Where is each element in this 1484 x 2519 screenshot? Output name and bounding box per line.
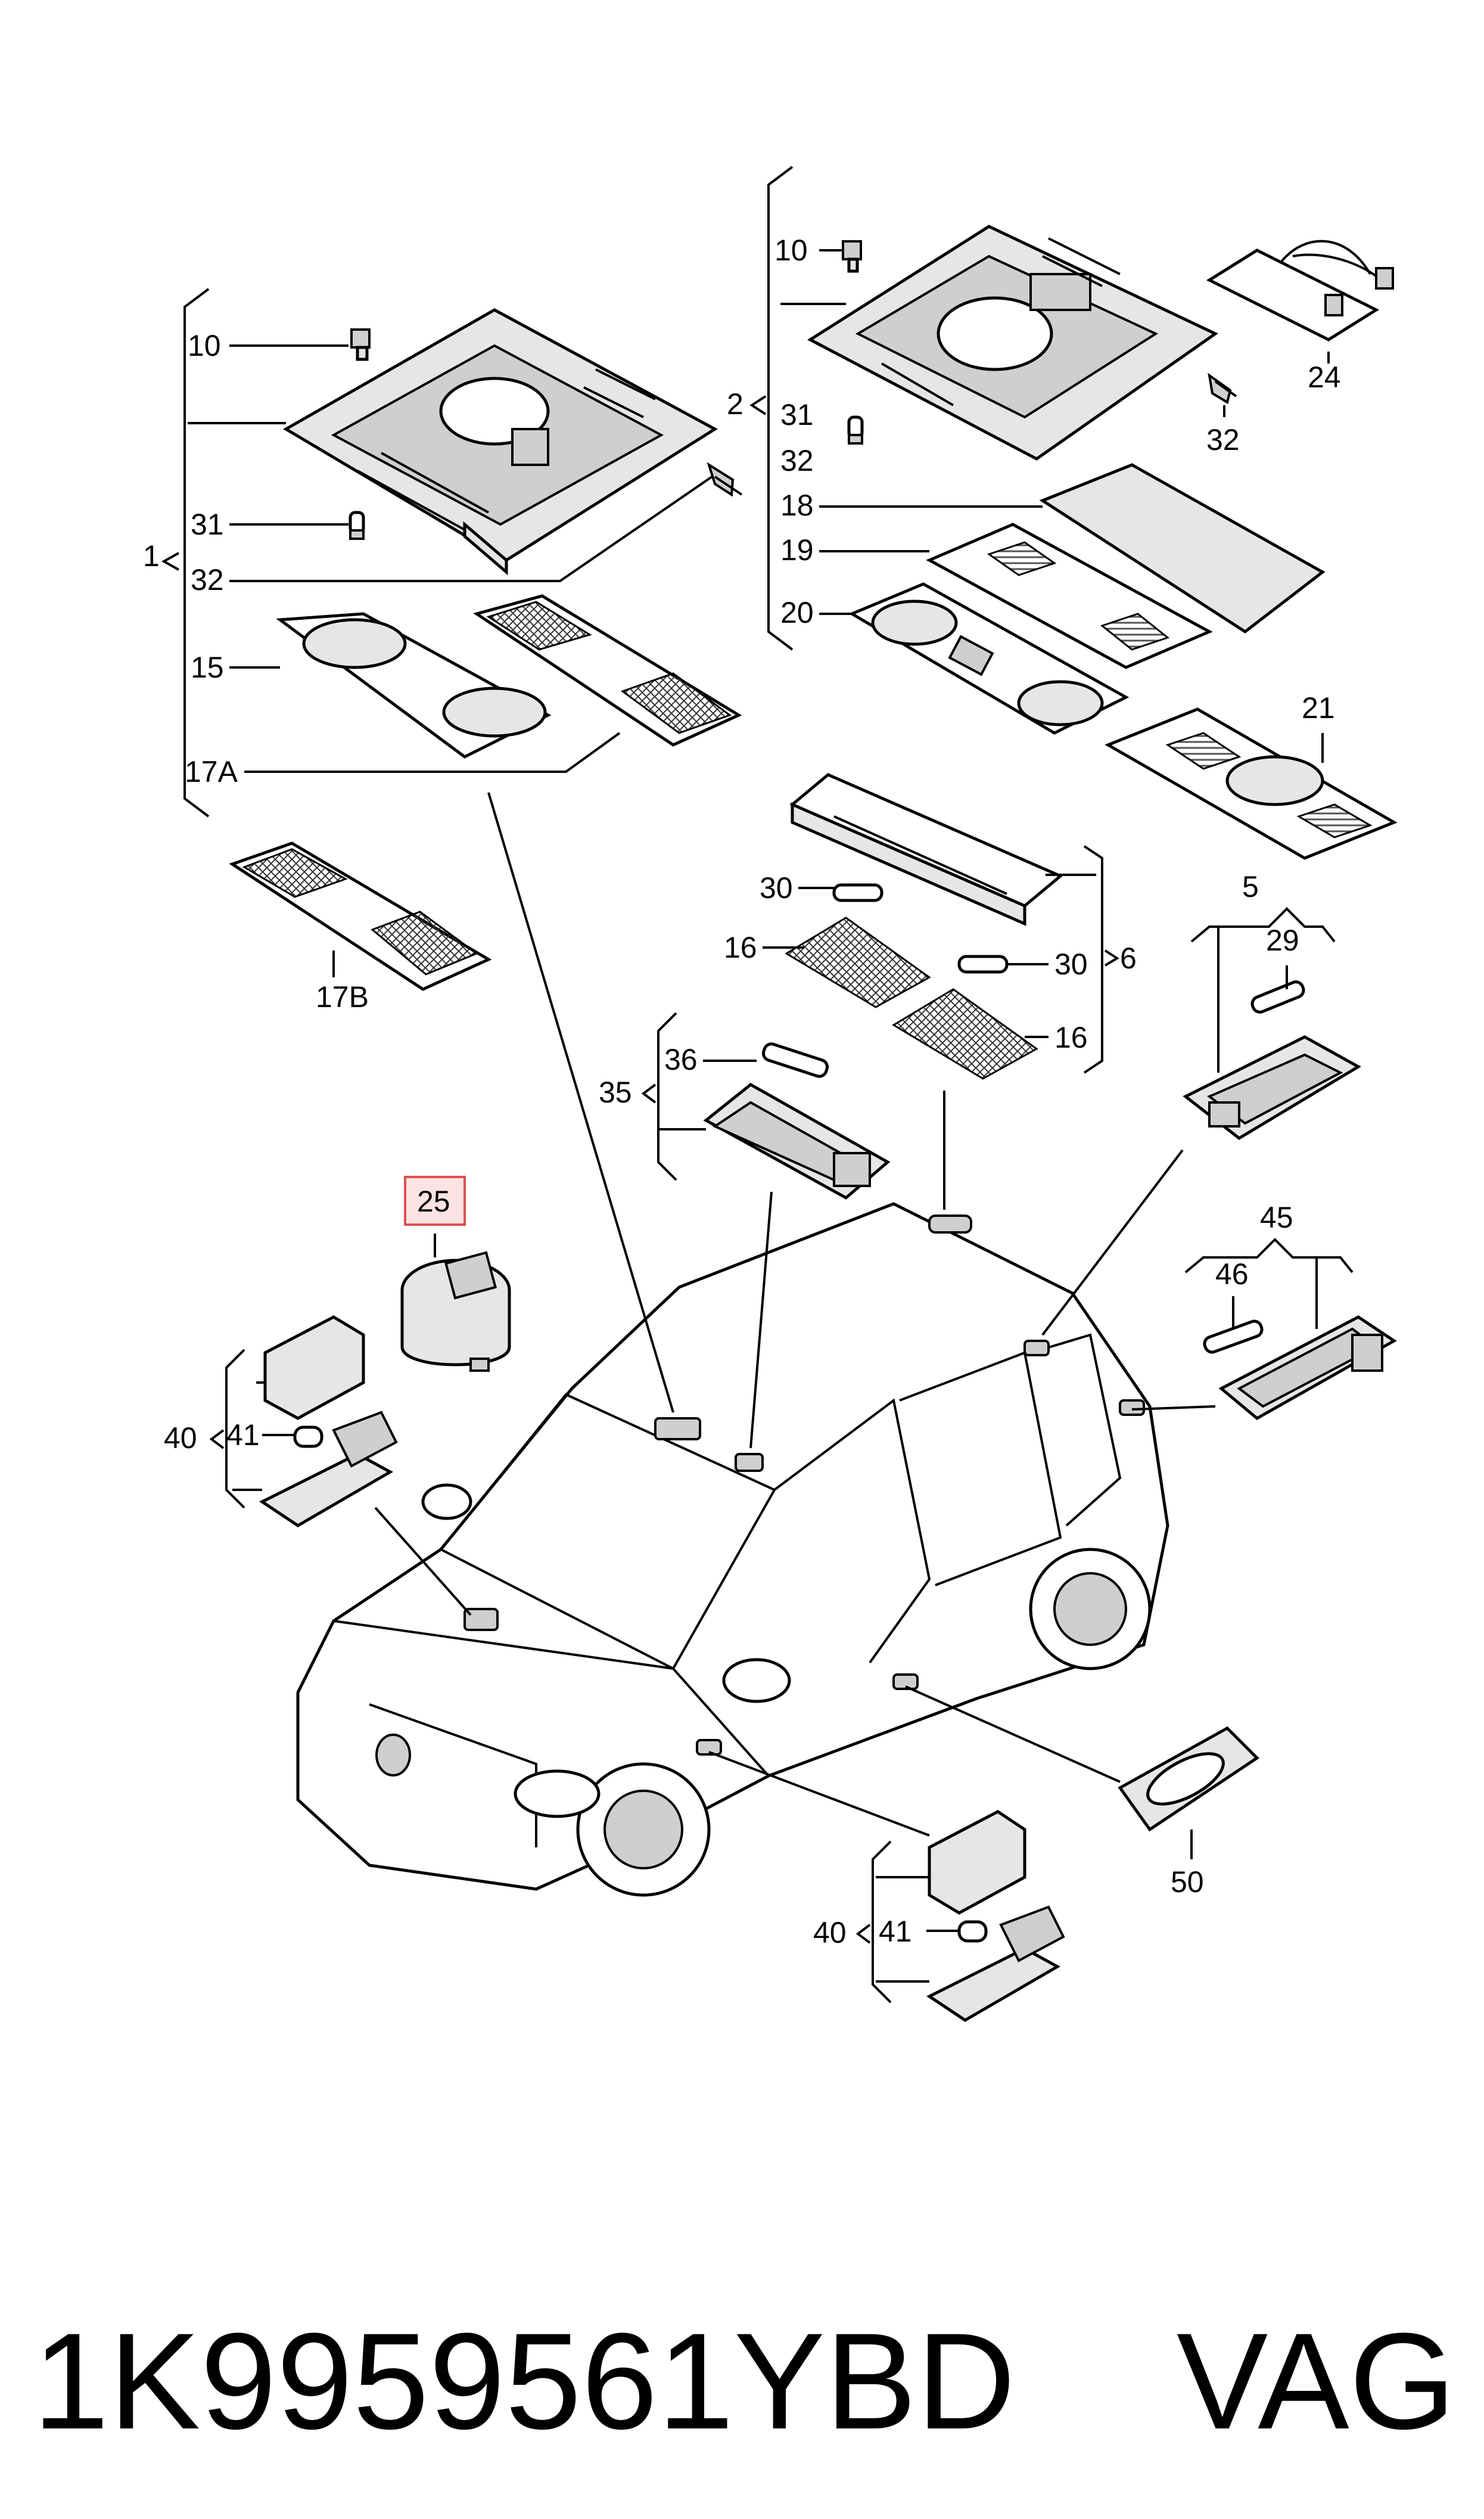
callout-18: 18 <box>780 489 814 522</box>
callout-40-left: 40 <box>164 1421 197 1455</box>
light-45 <box>1218 1315 1397 1421</box>
callout-19: 19 <box>780 533 814 567</box>
callout-35: 35 <box>599 1076 632 1109</box>
lens-17a <box>473 594 742 747</box>
callout-40-right: 40 <box>813 1916 847 1949</box>
callout-36: 36 <box>664 1043 698 1076</box>
lens-17b <box>229 841 492 991</box>
callout-30-left: 30 <box>760 871 793 905</box>
callout-46: 46 <box>1215 1257 1249 1291</box>
callout-1: 1 <box>143 539 160 573</box>
screw-32-left <box>707 462 743 497</box>
trim-19 <box>926 523 1213 669</box>
callout-17a: 17A <box>185 755 238 788</box>
callout-32-screw: 32 <box>1206 423 1240 456</box>
light-40-left <box>259 1315 398 1527</box>
foil-16a <box>785 917 931 1008</box>
part-25 <box>400 1234 511 1372</box>
car-leader-lines <box>374 792 1216 1837</box>
callout-30-right: 30 <box>1054 948 1088 981</box>
module-24 <box>1206 240 1394 341</box>
clip-10-left <box>350 328 371 361</box>
bulb-31-left <box>349 511 365 540</box>
callout-41-left: 41 <box>226 1418 260 1452</box>
callout-16-right: 16 <box>1054 1021 1088 1054</box>
callout-50: 50 <box>1171 1865 1204 1899</box>
callout-6: 6 <box>1120 942 1137 975</box>
light-35 <box>703 1082 891 1200</box>
callout-41-right: 41 <box>879 1915 912 1948</box>
callout-31-right: 31 <box>780 398 814 431</box>
leaders-group-40-right <box>855 1840 959 2004</box>
foil-16b <box>892 988 1038 1080</box>
leaders-group-35 <box>641 1012 757 1181</box>
bulb-31-right <box>847 415 864 445</box>
callout-20: 20 <box>780 596 814 629</box>
callout-2: 2 <box>727 387 743 421</box>
headliner-18 <box>1039 463 1326 634</box>
trim-21 <box>1105 707 1398 860</box>
brand-label: VAG <box>1177 2304 1456 2458</box>
trim-15 <box>276 612 552 759</box>
leaders-group-45 <box>1184 1238 1354 1329</box>
light-5 <box>1183 1035 1361 1141</box>
callout-15: 15 <box>191 651 224 684</box>
callout-5: 5 <box>1242 870 1259 903</box>
bulb-29 <box>1250 980 1305 1014</box>
callout-10-right: 10 <box>774 234 808 267</box>
reading-light-6 <box>789 773 1063 926</box>
callout-16-left: 16 <box>724 931 757 964</box>
leaders-group-1 <box>161 288 713 977</box>
callout-45: 45 <box>1260 1201 1293 1234</box>
callout-29: 29 <box>1266 924 1299 957</box>
clip-10-right <box>842 240 862 273</box>
trim-20 <box>848 582 1130 735</box>
vehicle-illustration <box>296 1202 1169 1897</box>
callout-21: 21 <box>1302 691 1335 725</box>
callout-32-right: 32 <box>780 444 814 477</box>
leaders-group-40-left <box>209 1349 295 1509</box>
bulb-36 <box>761 1042 829 1078</box>
handle-50 <box>1118 1726 1259 1859</box>
bulb-30b <box>957 955 1009 974</box>
bulb-30a <box>832 883 883 902</box>
callout-17b: 17B <box>316 980 369 1014</box>
callout-10-left: 10 <box>188 329 221 362</box>
overhead-console-left <box>283 308 718 576</box>
callout-24: 24 <box>1308 361 1341 394</box>
leaders-group-2 <box>749 166 1330 763</box>
bulb-46 <box>1203 1319 1264 1354</box>
light-40-right <box>926 1810 1065 2022</box>
callout-32-left: 32 <box>191 563 224 597</box>
leaders-group-6 <box>763 845 1119 1074</box>
leaders-group-5 <box>1190 907 1336 1073</box>
callout-25: 25 <box>417 1185 450 1218</box>
callout-25-highlight <box>404 1176 466 1226</box>
part-number: 1K9959561YBD <box>33 2304 1016 2458</box>
callout-31-left: 31 <box>191 508 224 541</box>
screw-32-right <box>1208 372 1237 405</box>
overhead-console-right <box>807 225 1218 461</box>
